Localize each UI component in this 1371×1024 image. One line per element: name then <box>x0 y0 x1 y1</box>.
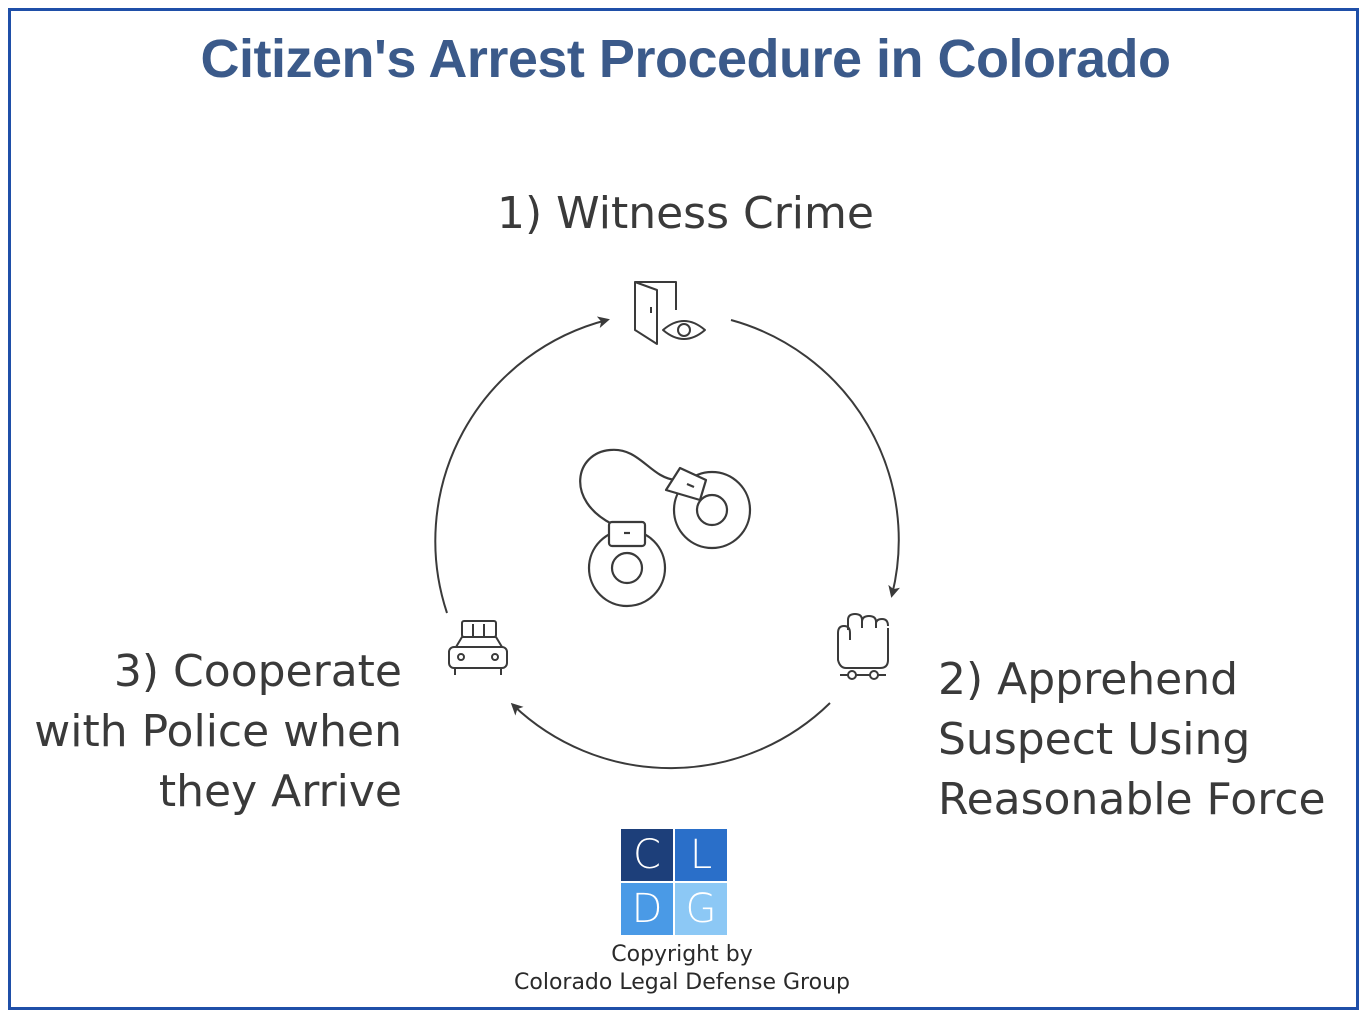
diagram-title: Citizen's Arrest Procedure in Colorado <box>200 29 1171 89</box>
logo-cell-d: D <box>621 883 673 935</box>
step-3-label: 3) Cooperate with Police when they Arriv… <box>34 646 402 817</box>
arrow-step2-to-step3 <box>510 702 831 770</box>
cldg-logo: C L D G <box>621 829 727 935</box>
handcuffs-icon <box>579 448 752 608</box>
arrow-step3-to-step1 <box>434 316 610 614</box>
step-2-label: 2) Apprehend Suspect Using Reasonable Fo… <box>938 654 1326 825</box>
logo-cell-g: G <box>675 883 727 935</box>
arrow-step1-to-step2 <box>730 319 900 598</box>
copyright-line-1: Copyright by <box>611 942 753 967</box>
step-1-label: 1) Witness Crime <box>497 188 874 239</box>
logo-cell-l: L <box>675 829 727 881</box>
copyright-line-2: Colorado Legal Defense Group <box>514 970 850 995</box>
logo-cell-c: C <box>621 829 673 881</box>
door-eye-icon <box>634 281 706 345</box>
police-car-icon <box>448 620 508 675</box>
fist-icon <box>837 613 889 680</box>
